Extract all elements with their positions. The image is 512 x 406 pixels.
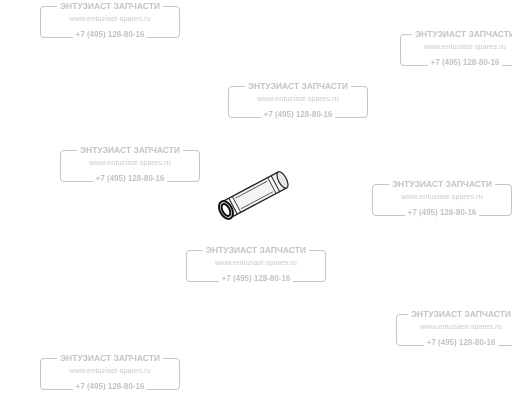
watermark-url: www.entuziast-spares.ru	[215, 258, 297, 267]
watermark: ЭНТУЗИАСТ ЗАПЧАСТИ www.entuziast-spares.…	[372, 178, 512, 217]
watermark-phone: +7 (495) 128-80-16	[92, 174, 168, 183]
watermark: ЭНТУЗИАСТ ЗАПЧАСТИ www.entuziast-spares.…	[400, 28, 512, 67]
watermark-phone: +7 (495) 128-80-16	[427, 58, 503, 67]
watermark-title: ЭНТУЗИАСТ ЗАПЧАСТИ	[411, 29, 512, 39]
watermark-title: ЭНТУЗИАСТ ЗАПЧАСТИ	[244, 81, 352, 91]
watermark-title: ЭНТУЗИАСТ ЗАПЧАСТИ	[388, 179, 496, 189]
watermark-title: ЭНТУЗИАСТ ЗАПЧАСТИ	[56, 1, 164, 11]
watermark-phone: +7 (495) 128-80-16	[404, 208, 480, 217]
watermark-url: www.entuziast-spares.ru	[424, 42, 506, 51]
watermark-title: ЭНТУЗИАСТ ЗАПЧАСТИ	[202, 245, 310, 255]
watermark: ЭНТУЗИАСТ ЗАПЧАСТИ www.entuziast-spares.…	[40, 0, 180, 39]
watermark-phone: +7 (495) 128-80-16	[260, 110, 336, 119]
watermark-url: www.entuziast-spares.ru	[420, 322, 502, 331]
watermark-url: www.entuziast-spares.ru	[89, 158, 171, 167]
watermark-phone: +7 (495) 128-80-16	[423, 338, 499, 347]
watermark: ЭНТУЗИАСТ ЗАПЧАСТИ www.entuziast-spares.…	[228, 80, 368, 119]
watermark: ЭНТУЗИАСТ ЗАПЧАСТИ www.entuziast-spares.…	[60, 144, 200, 183]
watermark-url: www.entuziast-spares.ru	[401, 192, 483, 201]
watermark-url: www.entuziast-spares.ru	[69, 14, 151, 23]
watermark-phone: +7 (495) 128-80-16	[72, 382, 148, 391]
watermark: ЭНТУЗИАСТ ЗАПЧАСТИ www.entuziast-spares.…	[396, 308, 512, 347]
watermark-title: ЭНТУЗИАСТ ЗАПЧАСТИ	[407, 309, 512, 319]
watermark-phone: +7 (495) 128-80-16	[72, 30, 148, 39]
watermark-url: www.entuziast-spares.ru	[257, 94, 339, 103]
watermark-url: www.entuziast-spares.ru	[69, 366, 151, 375]
cylindrical-pin-icon	[208, 164, 304, 224]
watermark: ЭНТУЗИАСТ ЗАПЧАСТИ www.entuziast-spares.…	[186, 244, 326, 283]
watermark: ЭНТУЗИАСТ ЗАПЧАСТИ www.entuziast-spares.…	[40, 352, 180, 391]
watermark-title: ЭНТУЗИАСТ ЗАПЧАСТИ	[56, 353, 164, 363]
watermark-title: ЭНТУЗИАСТ ЗАПЧАСТИ	[76, 145, 184, 155]
watermark-phone: +7 (495) 128-80-16	[218, 274, 294, 283]
